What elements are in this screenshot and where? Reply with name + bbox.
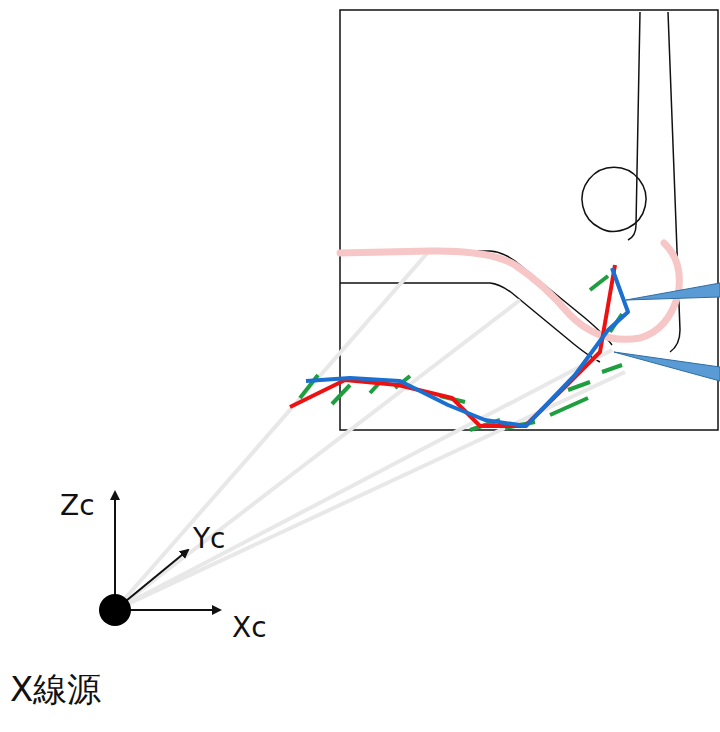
tube-line	[628, 12, 640, 240]
callout-wedge	[626, 283, 720, 300]
frame	[340, 10, 718, 430]
axis-label: Yc	[193, 525, 226, 553]
axis-label: Xc	[232, 614, 267, 642]
axis-label: Zc	[60, 492, 95, 520]
callout-wedge	[614, 352, 720, 381]
pink-contour	[340, 243, 679, 339]
red-line	[290, 265, 615, 426]
source-label: X線源	[10, 672, 101, 706]
channel-line	[340, 251, 612, 345]
xray-source	[99, 594, 131, 626]
channel-line	[340, 283, 600, 362]
rays	[115, 250, 625, 610]
blue-line	[306, 268, 628, 426]
